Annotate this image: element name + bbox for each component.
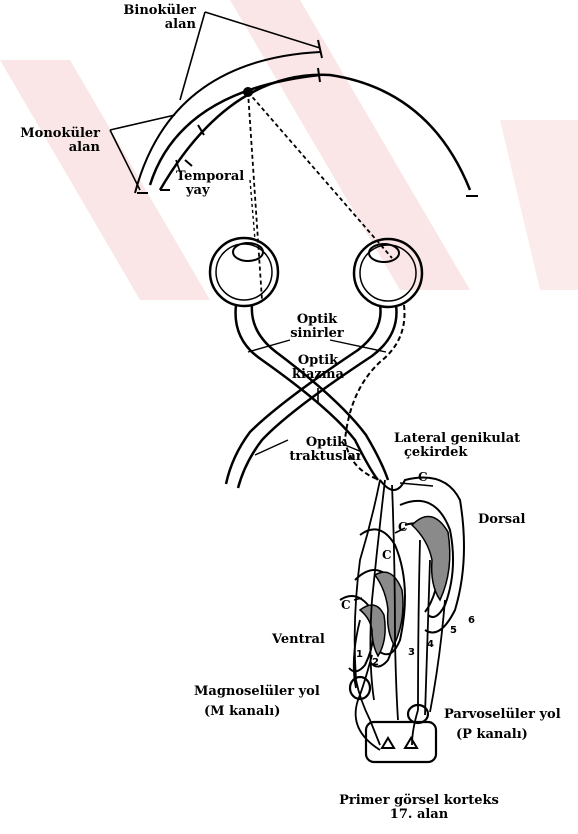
binocular-field-label: Binoküler alan <box>116 4 196 32</box>
layer-number: 4 <box>427 640 434 650</box>
layer-letter: C <box>418 470 428 484</box>
optic-tracts-label: Optik traktuslar <box>286 436 366 464</box>
projection-right <box>248 92 392 258</box>
lgn-label: Lateral genikulat çekirdek <box>394 432 520 460</box>
optic-chiasm-label: Optik kiazma <box>285 354 351 382</box>
dorsal-label: Dorsal <box>478 513 525 527</box>
layer-letter: C <box>341 598 351 612</box>
projection-left <box>248 92 262 300</box>
optic-nerves-label: Optik sinirler <box>282 313 352 341</box>
layer-number: 6 <box>468 616 475 626</box>
layer-number: 2 <box>372 658 379 668</box>
temporal-arc-label: Temporal yay <box>176 170 244 198</box>
primary-visual-cortex-label: Primer görsel korteks 17. alan <box>334 794 504 822</box>
layer-number: 3 <box>408 648 415 658</box>
layer-number: 1 <box>356 650 363 660</box>
parvocellular-label: Parvoselüler yol (P kanalı) <box>444 708 561 742</box>
left-eye-icon <box>210 238 278 306</box>
magnocellular-label: Magnoselüler yol (M kanalı) <box>194 685 320 719</box>
monocular-field-label: Monoküler alan <box>14 127 100 155</box>
layer-letter: C <box>398 520 408 534</box>
binocular-bracket <box>180 12 320 100</box>
layer-number: 5 <box>450 626 457 636</box>
ventral-label: Ventral <box>272 633 325 647</box>
cortex-box <box>366 722 436 762</box>
layer-letter: C <box>382 548 392 562</box>
right-eye-icon <box>354 239 422 307</box>
